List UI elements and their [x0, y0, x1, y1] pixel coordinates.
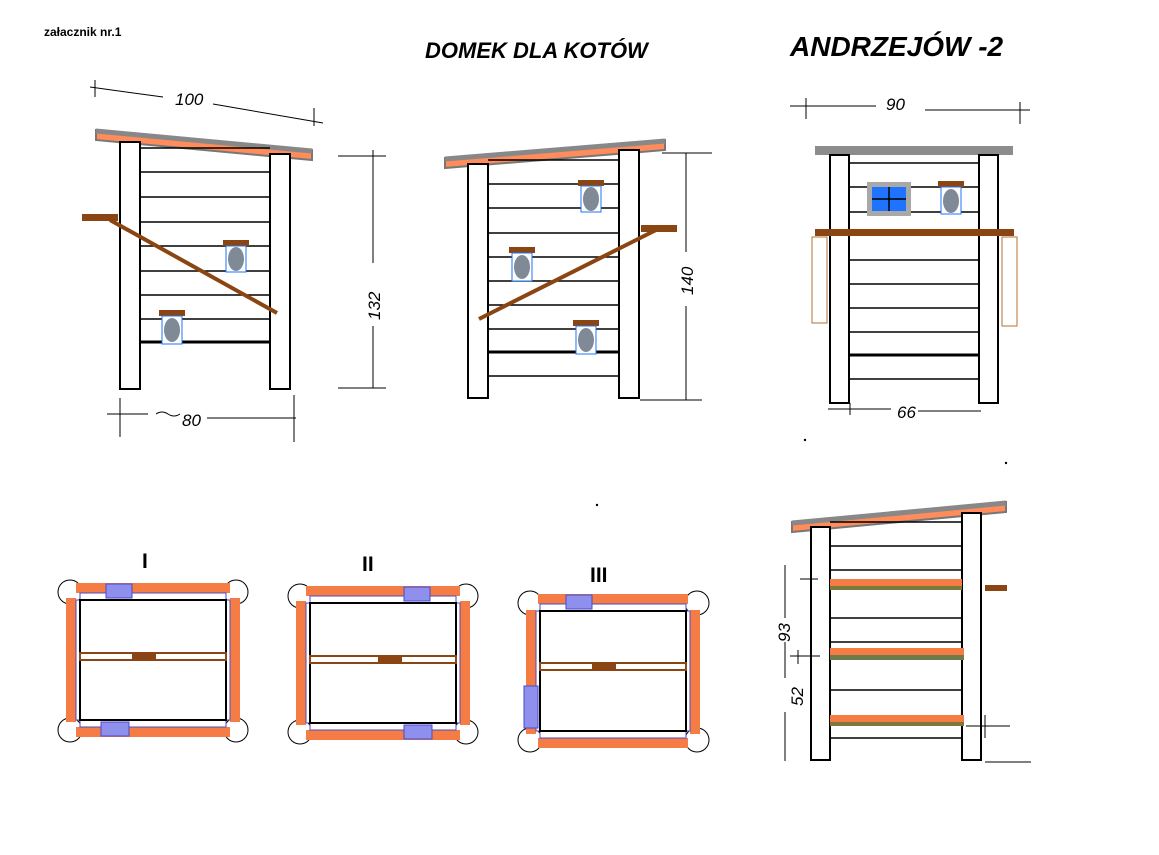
- front-ramp-stub: [82, 214, 118, 221]
- plan2-label: II: [362, 553, 374, 576]
- back-ramp: [478, 226, 661, 321]
- back-post-left: [467, 163, 489, 399]
- back-view: 140: [444, 138, 712, 401]
- back-height-dim: 140: [678, 266, 697, 295]
- front-post-right: [269, 153, 291, 390]
- front-ramp: [109, 218, 278, 315]
- side-roof-width-dim: 90: [886, 95, 905, 114]
- side-view: 90 66: [790, 95, 1030, 422]
- side-shelf-left: [811, 236, 828, 324]
- section-lower-dim: 93: [775, 623, 794, 642]
- plan3-label: III: [590, 564, 608, 587]
- section-ramp-stub: [985, 585, 1007, 591]
- front-roof-width-dim: 100: [175, 90, 204, 109]
- section-planks: [830, 521, 962, 739]
- side-shelf-right: [1001, 236, 1018, 327]
- back-opening-middle: [509, 247, 535, 282]
- back-opening-bottom: [573, 320, 599, 355]
- plan1-label: I: [142, 550, 148, 573]
- section-post-right: [961, 512, 982, 761]
- section-floor-middle: [830, 648, 964, 660]
- floor-plan-2: II: [287, 553, 479, 745]
- side-window: [867, 182, 911, 216]
- front-height-dim: 132: [365, 291, 384, 320]
- front-base-width-dim: 80: [182, 411, 201, 430]
- section-floor-top: [830, 579, 962, 590]
- back-post-right: [618, 149, 640, 399]
- section-view: 93 52: [775, 500, 1031, 763]
- side-post-right: [978, 154, 999, 404]
- section-floor-bottom: [830, 715, 964, 726]
- side-post-left: [829, 154, 850, 404]
- front-opening-lower: [159, 310, 185, 345]
- section-upper-dim: 52: [788, 687, 807, 706]
- side-roof: [815, 146, 1013, 155]
- front-view: 100 132 80: [82, 80, 386, 442]
- floor-plan-1: I: [57, 550, 249, 743]
- location-title: ANDRZEJÓW -2: [789, 31, 1004, 62]
- back-opening-top: [578, 180, 604, 213]
- side-base-width-dim: 66: [897, 403, 916, 422]
- front-post-left: [119, 141, 141, 390]
- front-opening-upper: [223, 240, 249, 273]
- side-beam: [815, 229, 1014, 236]
- floor-plan-3: III: [517, 564, 710, 753]
- section-post-left: [810, 526, 831, 761]
- attachment-label: załacznik nr.1: [44, 25, 122, 39]
- drawing-title: DOMEK DLA KOTÓW: [425, 38, 650, 63]
- side-opening: [938, 181, 964, 215]
